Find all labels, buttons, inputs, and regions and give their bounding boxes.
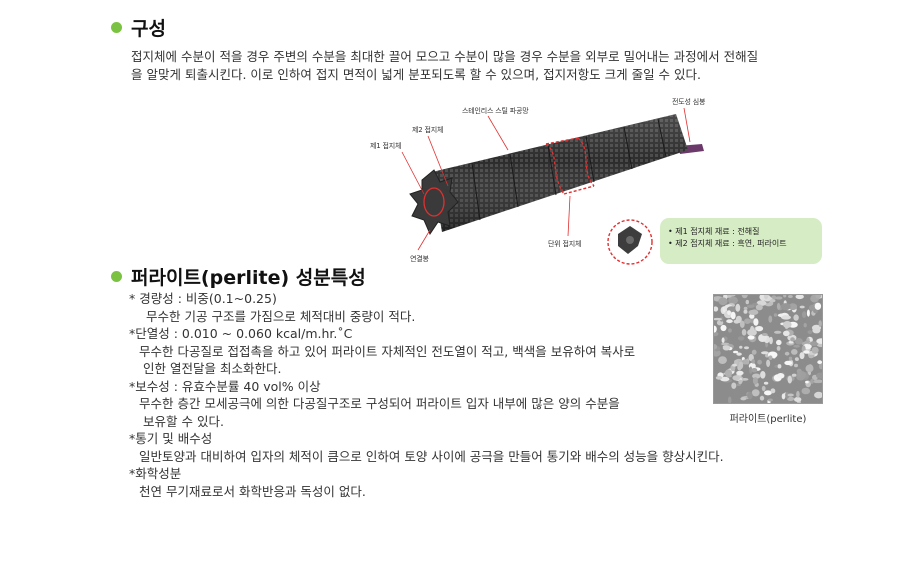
grounding-cylinder-illustration xyxy=(401,107,704,265)
property-detail: 천연 무기재료로서 화학반응과 독성이 없다. xyxy=(139,483,366,499)
property-detail: 일반토양과 대비하여 입자의 체적이 큼으로 인하여 토양 사이에 공극을 만들… xyxy=(139,448,724,464)
section-title-perlite: 퍼라이트(perlite) 성분특성 xyxy=(111,263,366,290)
property-detail: 무수한 층간 모세공극에 의한 다공질구조로 구성되어 퍼라이트 입자 내부에 … xyxy=(139,396,620,411)
property-detail: 무수한 다공질로 접접촉을 하고 있어 퍼라이트 자체적인 전도열이 적고, 백… xyxy=(139,343,636,359)
label-first-body: 제1 접지체 xyxy=(370,142,402,150)
perlite-granules-image xyxy=(714,295,822,403)
label-stainless-mesh: 스테인리스 스틸 파공망 xyxy=(462,107,529,115)
property-heading: * 경량성 : 비중(0.1~0.25) xyxy=(129,291,277,306)
perlite-photo xyxy=(713,294,823,404)
material-info-box: • 제1 접지체 재료 : 전해질 • 제2 접지체 재료 : 흑연, 퍼라이트 xyxy=(660,218,822,264)
property-heading: *보수성 : 유효수분률 40 vol% 이상 xyxy=(129,378,321,394)
grounding-body-diagram: 전도성 심봉 스테인리스 스틸 파공망 제2 접지체 제1 접지체 단위 접지체… xyxy=(360,94,828,266)
label-second-body: 제2 접지체 xyxy=(412,126,444,134)
section-title-text: 구성 xyxy=(131,18,166,40)
paragraph-line: 을 알맞게 퇴출시킨다. 이로 인하여 접지 면적이 넓게 분포되도록 할 수 … xyxy=(131,67,701,82)
green-bullet-icon xyxy=(111,271,122,282)
paragraph-line: 접지체에 수분이 적을 경우 주변의 수분을 최대한 끌어 모으고 수분이 많을… xyxy=(131,49,759,64)
perlite-photo-caption: 퍼라이트(perlite) xyxy=(729,414,807,425)
property-heading: *화학성분 xyxy=(129,466,182,481)
section-title-text: 퍼라이트(perlite) 성분특성 xyxy=(131,267,366,289)
info-line: • 제1 접지체 재료 : 전해질 xyxy=(668,227,760,236)
label-unit-body: 단위 접지체 xyxy=(548,240,582,248)
info-line: • 제2 접지체 재료 : 흑연, 퍼라이트 xyxy=(668,239,787,248)
property-heading: *통기 및 배수성 xyxy=(129,431,213,446)
composition-paragraph: 접지체에 수분이 적을 경우 주변의 수분을 최대한 끌어 모으고 수분이 많을… xyxy=(131,48,851,84)
perlite-properties-list: * 경량성 : 비중(0.1~0.25) 무수한 기공 구조를 가짐으로 체적대… xyxy=(129,290,724,500)
property-detail: 무수한 기공 구조를 가짐으로 체적대비 중량이 적다. xyxy=(146,308,416,324)
property-detail: 인한 열전달을 최소화한다. xyxy=(143,361,282,376)
label-conductive-rod: 전도성 심봉 xyxy=(672,98,706,106)
property-detail: 보유할 수 있다. xyxy=(143,413,224,429)
label-connector-rod: 연결봉 xyxy=(410,255,429,263)
section-title-composition: 구성 xyxy=(111,14,166,41)
property-heading: *단열성 : 0.010 ~ 0.060 kcal/m.hr.˚C xyxy=(129,326,353,341)
green-bullet-icon xyxy=(111,22,122,33)
